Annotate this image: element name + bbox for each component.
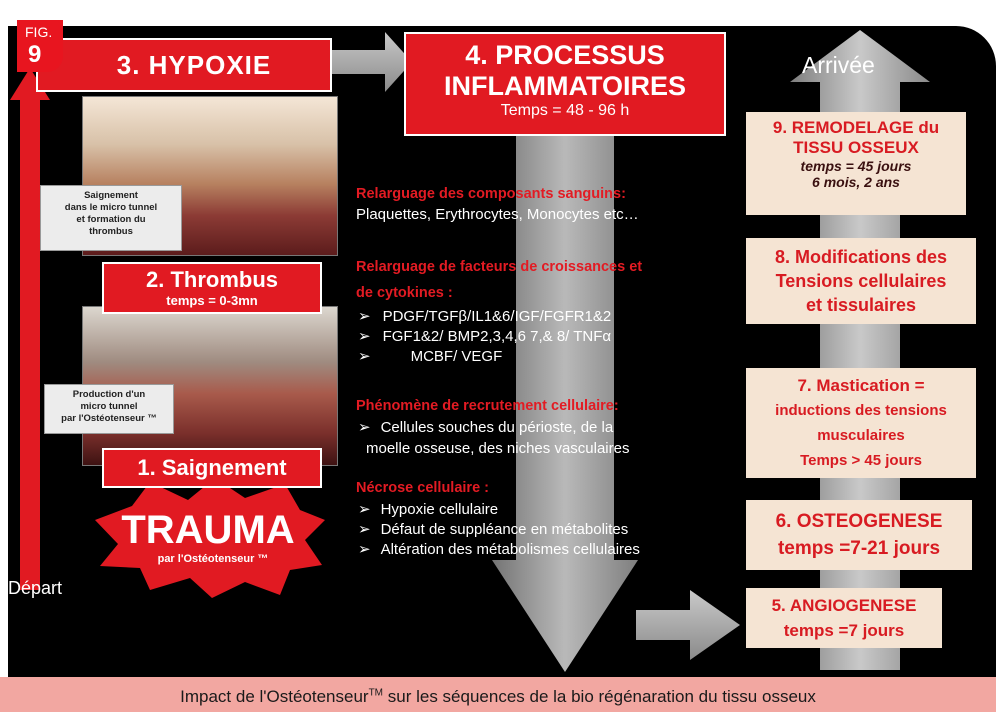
recrutement-line2: moelle osseuse, des niches vasculaires bbox=[366, 440, 630, 457]
grey-down-arrow bbox=[492, 135, 638, 672]
step-processus: 4. PROCESSUS INFLAMMATOIRES Temps = 48 -… bbox=[404, 32, 726, 136]
necrose-heading: Nécrose cellulaire : bbox=[356, 480, 489, 496]
necrose-item: ➢Altération des métabolismes cellulaires bbox=[358, 541, 640, 558]
figure-number: 9 bbox=[28, 41, 42, 68]
grey-right-arrow-bottom bbox=[636, 590, 740, 660]
step-saignement: 1. Saignement bbox=[102, 448, 322, 488]
arrivee-label: Arrivée bbox=[802, 52, 875, 78]
step-mastication: 7. Mastication = inductions des tensions… bbox=[746, 368, 976, 478]
relarguage-facteurs-heading-2: de cytokines : bbox=[356, 285, 453, 301]
figure-prefix: FIG. bbox=[25, 24, 53, 40]
step-osteogenese: 6. OSTEOGENESE temps =7-21 jours bbox=[746, 500, 972, 570]
depart-label: Départ bbox=[8, 578, 63, 598]
factor-list: ➢PDGF/TGFβ/IL1&6/IGF/FGFR1&2 ➢FGF1&2/ BM… bbox=[358, 307, 611, 367]
grey-right-arrow-top bbox=[330, 32, 412, 92]
step-angiogenese: 5. ANGIOGENESE temps =7 jours bbox=[746, 588, 942, 648]
factor-item: ➢PDGF/TGFβ/IL1&6/IGF/FGFR1&2 bbox=[358, 308, 612, 325]
recrutement-heading: Phénomène de recrutement cellulaire: bbox=[356, 398, 619, 414]
step-hypoxie-label: 3. HYPOXIE bbox=[116, 50, 272, 80]
step-remodelage: 9. REMODELAGE du TISSU OSSEUX temps = 45… bbox=[746, 112, 966, 215]
step-processus-time: Temps = 48 - 96 h bbox=[500, 102, 630, 119]
relarguage-sanguins-body: Plaquettes, Erythrocytes, Monocytes etc… bbox=[356, 206, 639, 223]
necrose-list: ➢Hypoxie cellulaire ➢Défaut de suppléanc… bbox=[358, 500, 640, 560]
step-processus-line2: INFLAMMATOIRES bbox=[444, 71, 686, 101]
trauma-title: TRAUMA bbox=[121, 508, 295, 552]
figure-badge: FIG. 9 bbox=[17, 20, 63, 72]
label-production: Production d'un micro tunnel par l'Ostéo… bbox=[44, 384, 174, 434]
step-thrombus-label: 2. Thrombus bbox=[145, 267, 278, 292]
red-up-arrow bbox=[10, 68, 50, 590]
necrose-item: ➢Hypoxie cellulaire bbox=[358, 501, 499, 518]
factor-item: ➢MCBF/ VEGF bbox=[358, 348, 503, 365]
step-thrombus-time: temps = 0-3mn bbox=[166, 293, 258, 308]
trauma-starburst bbox=[95, 478, 325, 598]
step-saignement-label: 1. Saignement bbox=[137, 455, 287, 480]
trauma-subtitle: par l'Ostéotenseur ™ bbox=[157, 553, 269, 565]
step-modifications: 8. Modifications des Tensions cellulaire… bbox=[746, 238, 976, 324]
necrose-item: ➢Défaut de suppléance en métabolites bbox=[358, 521, 629, 538]
step-hypoxie: 3. HYPOXIE bbox=[36, 38, 332, 92]
step-thrombus: 2. Thrombus temps = 0-3mn bbox=[102, 262, 322, 314]
relarguage-facteurs-heading-1: Relarguage de facteurs de croissances et bbox=[356, 259, 643, 275]
factor-item: ➢FGF1&2/ BMP2,3,4,6 7,& 8/ TNFα bbox=[358, 328, 612, 345]
relarguage-sanguins-heading: Relarguage des composants sanguins: bbox=[356, 186, 626, 202]
step-processus-line1: 4. PROCESSUS bbox=[465, 40, 665, 70]
figure-caption: Impact de l'OstéotenseurTM sur les séque… bbox=[180, 687, 816, 706]
caption-bar bbox=[0, 677, 996, 712]
label-saignement: Saignement dans le micro tunnel et forma… bbox=[40, 185, 182, 251]
recrutement-line1: ➢Cellules souches du périoste, de la bbox=[358, 419, 614, 436]
